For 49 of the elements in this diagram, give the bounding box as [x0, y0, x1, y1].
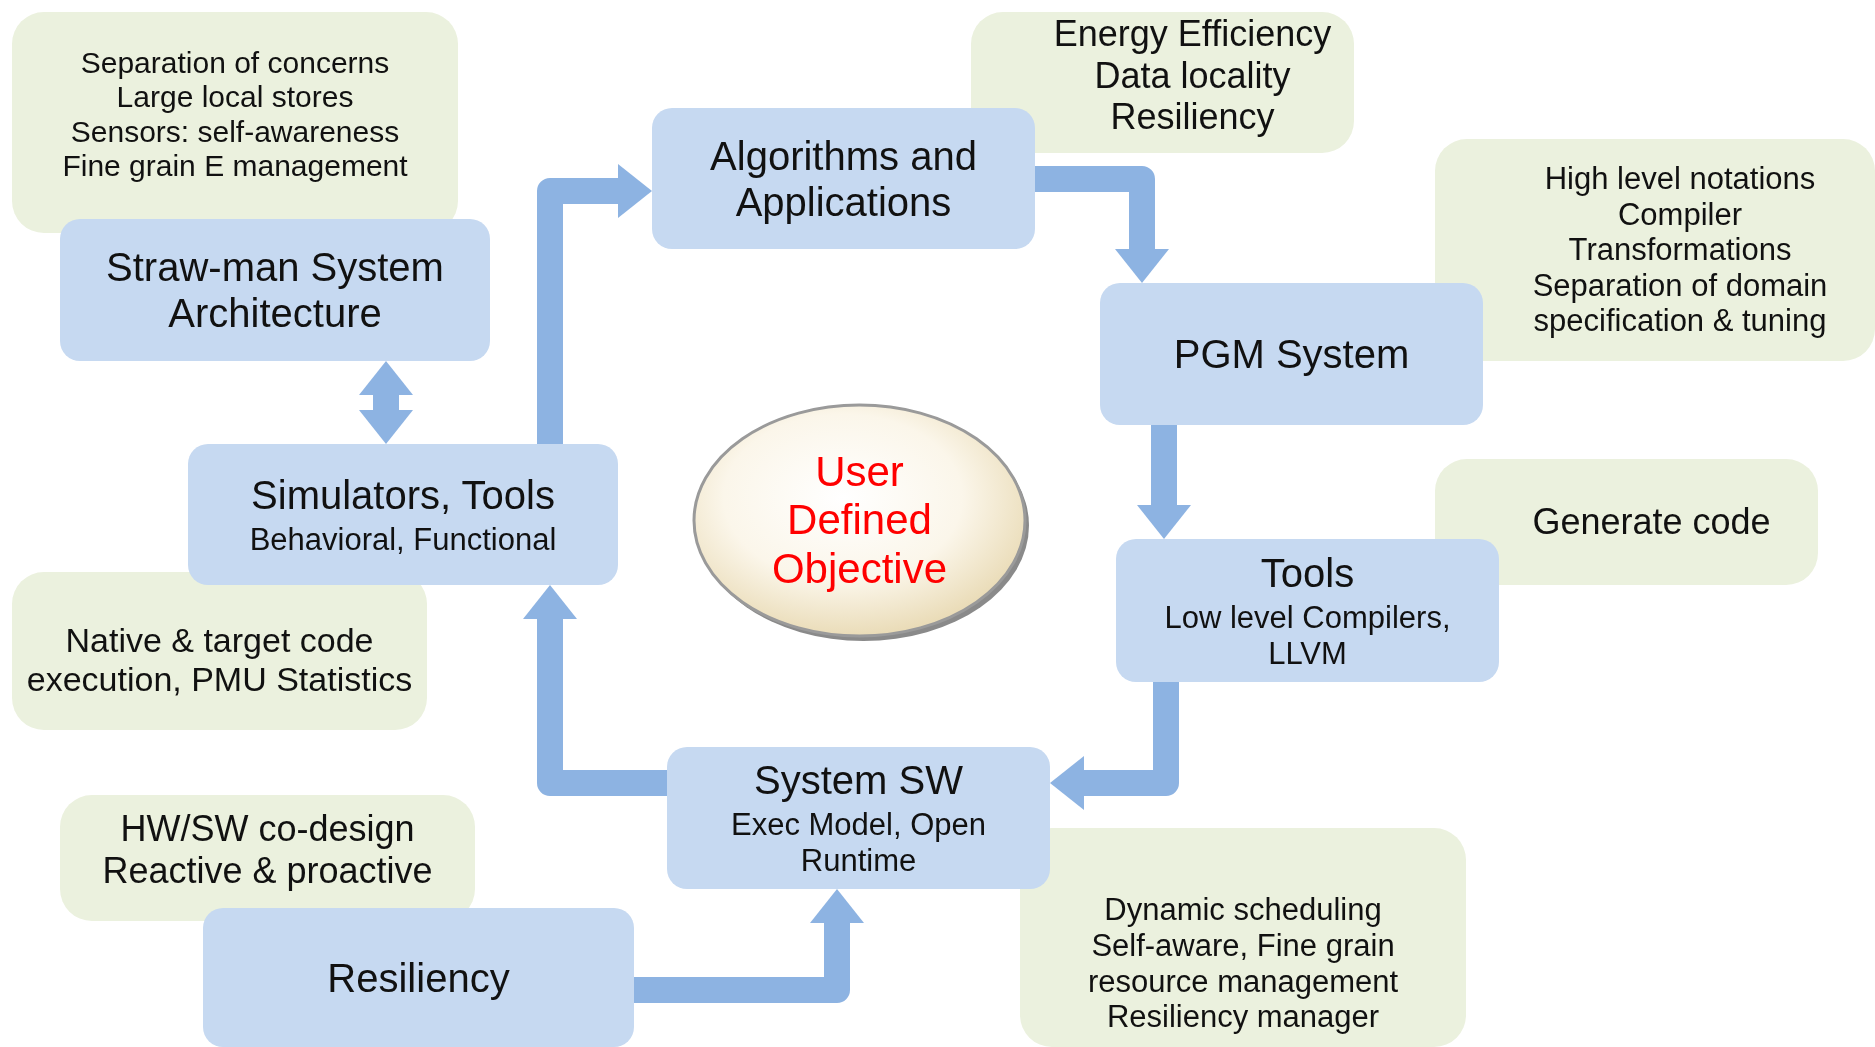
note-text: Transformations [1568, 232, 1792, 268]
block-arrow [537, 164, 652, 444]
process-box [667, 747, 1050, 889]
block-arrow [1035, 166, 1169, 283]
note-text: Dynamic scheduling [1104, 892, 1382, 928]
process-box [188, 444, 618, 585]
box-title: Resiliency [327, 954, 510, 1001]
note-text: Resiliency manager [1106, 999, 1380, 1035]
box-subtitle: Behavioral, Functional [249, 521, 557, 558]
note-text: HW/SW co-design [120, 808, 415, 850]
note-box [1020, 828, 1466, 1047]
process-box [652, 108, 1035, 249]
process-box [1100, 283, 1483, 425]
note-text: Generate code [1532, 501, 1771, 543]
block-arrow [359, 361, 413, 444]
note-text: Reactive & proactive [102, 849, 433, 891]
note-text: Data locality [1094, 54, 1291, 97]
block-arrow [1050, 682, 1179, 810]
note-text: Fine grain E management [62, 149, 408, 184]
note-text: Separation of domain specification & tuning [1531, 267, 1829, 340]
box-title: Straw-man System Architecture [105, 244, 445, 336]
box-subtitle: Low level Compilers, LLVM [1163, 599, 1452, 672]
box-title: PGM System [1173, 331, 1410, 377]
process-box [1116, 539, 1499, 682]
block-arrow [523, 585, 667, 796]
box-title: System SW [754, 757, 963, 804]
note-text: Energy Efficiency [1053, 13, 1332, 55]
note-text: High level notations [1544, 160, 1816, 197]
note-text: Large local stores [116, 80, 354, 115]
box-subtitle: Exec Model, Open Runtime [730, 807, 987, 879]
process-box [60, 219, 490, 361]
box-title: Tools [1260, 549, 1355, 596]
block-arrow [634, 889, 864, 1003]
block-arrow [1137, 425, 1191, 539]
note-text: Sensors: self-awareness [70, 114, 400, 149]
process-box [203, 908, 634, 1047]
note-box [1435, 459, 1818, 585]
box-title: Algorithms and Applications [709, 132, 978, 225]
note-text: Native & target code execution, PMU Statistics [25, 620, 414, 700]
note-text: Compiler [1618, 196, 1742, 233]
note-text: Resiliency [1110, 96, 1275, 138]
box-title: Simulators, Tools [251, 471, 555, 518]
note-box [12, 12, 458, 233]
note-text: Separation of concerns [80, 45, 390, 80]
note-box [1435, 139, 1875, 361]
note-box [12, 572, 427, 730]
objective-text: User Defined Objective [770, 448, 949, 593]
note-text: Self-aware, Fine grain resource management [1086, 927, 1400, 1000]
note-box [60, 795, 475, 921]
